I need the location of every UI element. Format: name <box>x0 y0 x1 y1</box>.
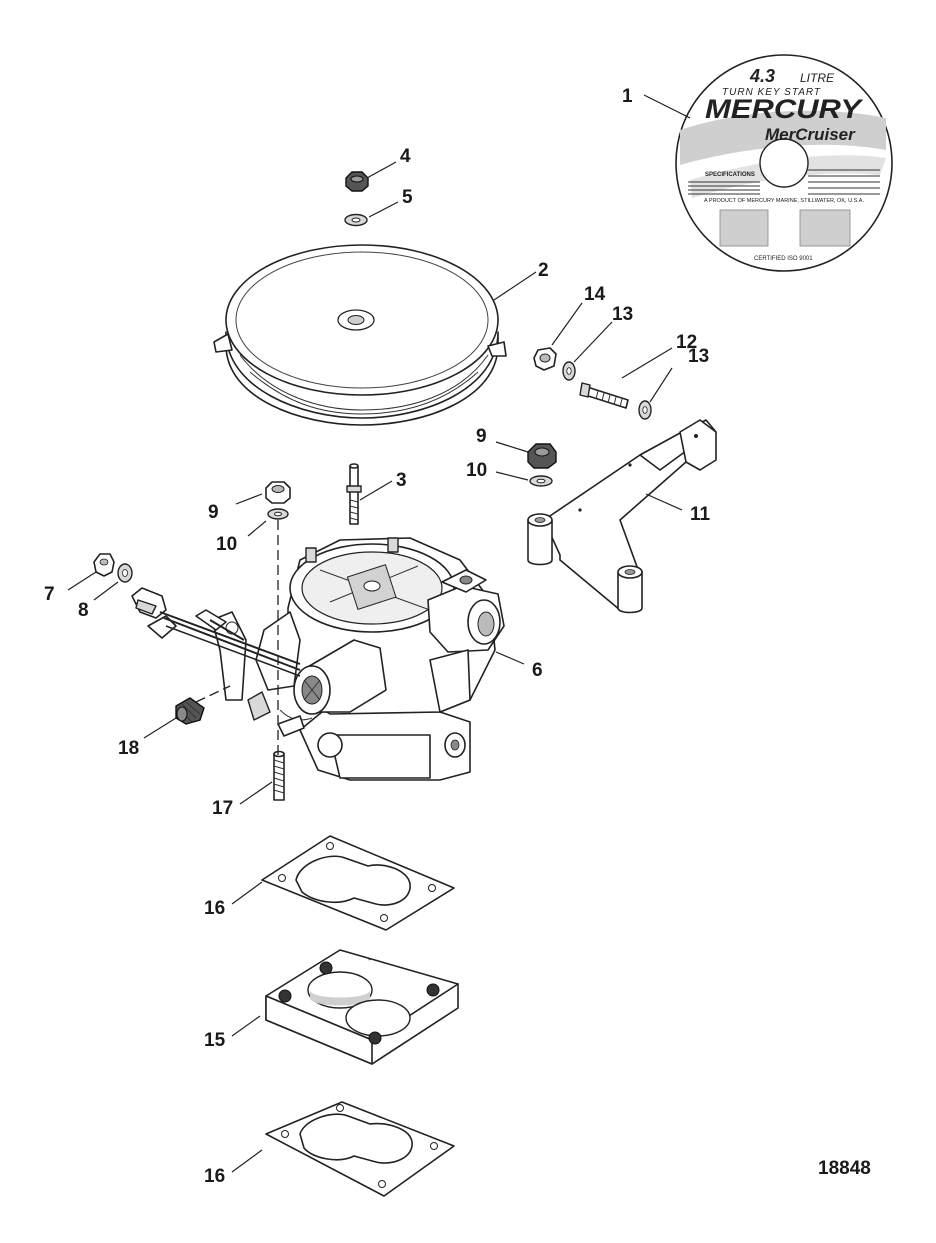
decal-disc: 4.3 LITRE TURN KEY START MERCURY MerCrui… <box>675 54 893 272</box>
washer-10-right <box>529 475 553 487</box>
callout-16-upper: 16 <box>204 898 225 919</box>
washer-10-left <box>267 508 289 520</box>
spacer-15: - <box>265 949 459 1065</box>
gasket-16-lower <box>265 1101 455 1197</box>
decal-product: MerCruiser <box>765 125 856 144</box>
callout-13-right: 13 <box>688 346 709 367</box>
callout-5: 5 <box>402 187 413 208</box>
callout-10-right: 10 <box>466 460 487 481</box>
washer-8 <box>117 563 133 583</box>
nut-7 <box>93 553 115 577</box>
callout-1: 1 <box>622 86 633 107</box>
decal-spec-lines <box>688 169 880 195</box>
decal-brand: MERCURY <box>705 94 864 124</box>
bracket-11 <box>527 419 717 614</box>
callout-14: 14 <box>584 284 606 305</box>
callout-3: 3 <box>396 470 407 491</box>
decal-specifications: SPECIFICATIONS <box>705 172 755 178</box>
callout-9-right: 9 <box>476 426 487 447</box>
air-cleaner-cover <box>213 244 507 426</box>
callout-9-left: 9 <box>208 502 219 523</box>
stud-17 <box>273 750 285 801</box>
callout-13-upper: 13 <box>612 304 633 325</box>
carburetor-6 <box>211 537 505 781</box>
callout-2: 2 <box>538 260 549 281</box>
alignment-line-fitting <box>195 685 231 703</box>
callout-7: 7 <box>44 584 55 605</box>
decal-subtitle: TURN KEY START <box>722 87 821 98</box>
nut-14 <box>533 347 557 371</box>
nut-9-right <box>527 443 557 469</box>
callout-labels: 1 2 3 4 5 6 7 8 9 10 9 10 11 12 13 13 14… <box>44 86 711 1187</box>
fitting-18 <box>175 697 205 725</box>
callout-4: 4 <box>400 146 411 167</box>
sensor-harness <box>131 587 301 677</box>
callout-10-left: 10 <box>216 534 237 555</box>
callout-8: 8 <box>78 600 89 621</box>
stud-12 <box>579 382 629 409</box>
washer-13a <box>562 361 576 381</box>
stud-3 <box>346 463 362 525</box>
nut-9-left <box>265 481 291 504</box>
callout-16-lower: 16 <box>204 1166 225 1187</box>
callout-18: 18 <box>118 738 139 759</box>
callout-17: 17 <box>212 798 233 819</box>
gasket-16-upper <box>261 835 455 931</box>
leader-lines <box>67 94 691 1173</box>
decal-certified: CERTIFIED ISO 9001 <box>754 256 813 262</box>
decal-footer: A PRODUCT OF MERCURY MARINE, STILLWATER,… <box>704 198 864 204</box>
spacer-top-mark: - <box>368 955 371 964</box>
decal-litre: LITRE <box>800 71 835 85</box>
washer-13b <box>638 400 652 420</box>
nut-4 <box>345 171 369 192</box>
figure-number: 18848 <box>818 1158 871 1179</box>
washer-5 <box>344 213 368 227</box>
decal-engine-size: 4.3 <box>749 66 775 86</box>
callout-12: 12 <box>676 332 697 353</box>
callout-6: 6 <box>532 660 543 681</box>
callout-15: 15 <box>204 1030 226 1051</box>
callout-11: 11 <box>690 504 711 525</box>
